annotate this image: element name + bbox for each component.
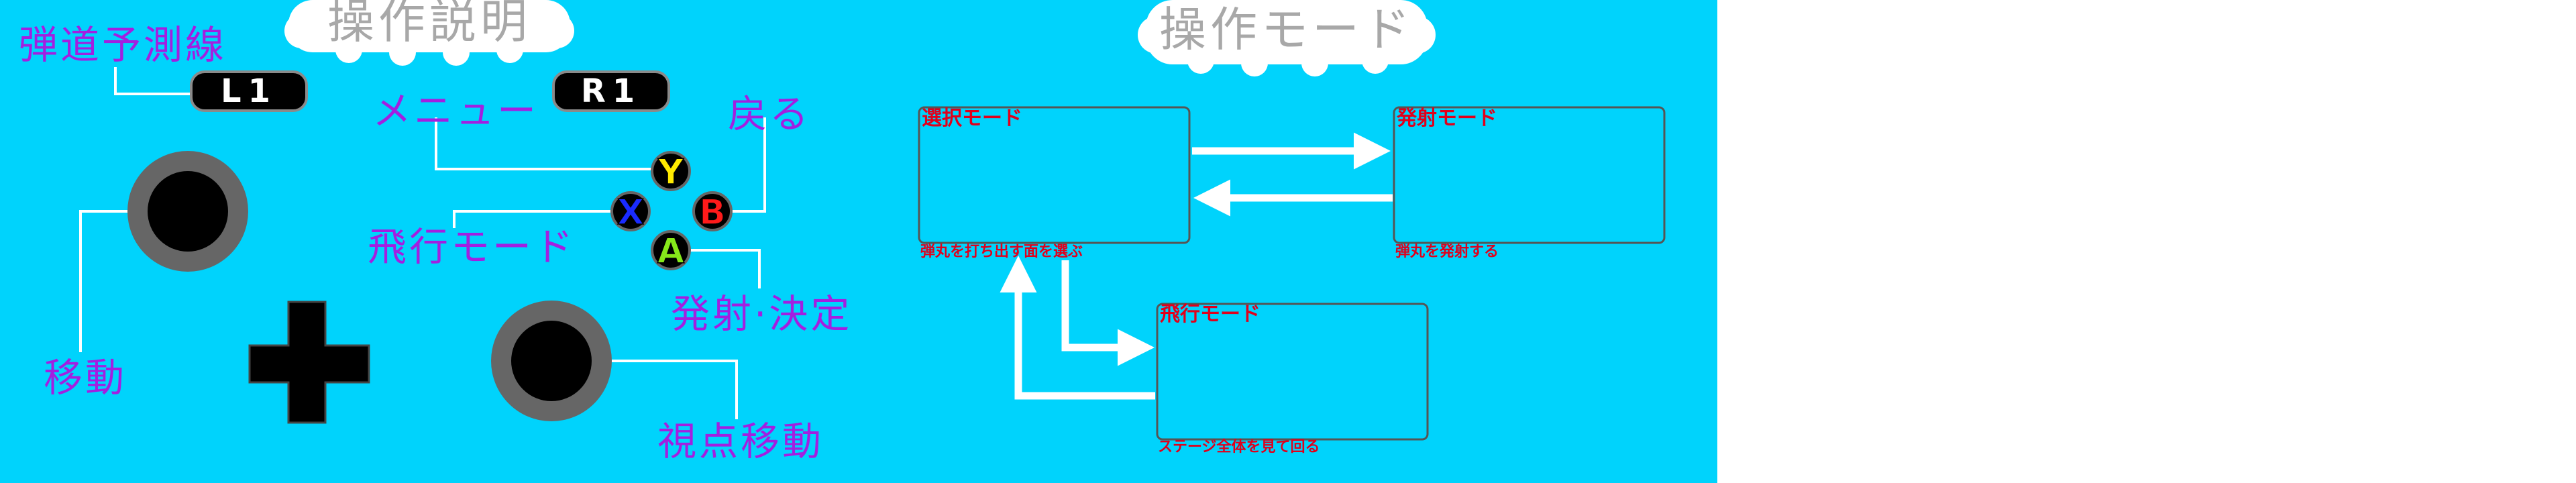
l1-button: L1 bbox=[190, 70, 308, 112]
mode-fire-box bbox=[1393, 106, 1666, 244]
a-label: 発射·決定 bbox=[671, 291, 852, 337]
x-label: 飛行モード bbox=[368, 224, 576, 270]
right-stick-label: 視点移動 bbox=[657, 419, 824, 464]
b-label: 戻る bbox=[728, 91, 811, 137]
cloud-badge bbox=[1146, 0, 1428, 64]
y-button: Y bbox=[651, 151, 691, 193]
modes-header: 操作モード bbox=[1138, 0, 1436, 76]
left-stick-label: 移動 bbox=[44, 355, 127, 400]
x-button-text: X bbox=[617, 193, 644, 233]
x-button: X bbox=[610, 191, 651, 233]
r1-button-text: R1 bbox=[581, 72, 641, 110]
mode-fire: 発射モード 弾丸を発射する bbox=[1393, 106, 1666, 260]
mode-select-desc: 弾丸を打ち出す面を選ぶ bbox=[920, 243, 1083, 260]
l1-button-text: L1 bbox=[221, 72, 277, 110]
arrow-select-to-flight bbox=[1061, 260, 1155, 366]
y-label: メニュー bbox=[372, 88, 539, 133]
mode-flight-box bbox=[1156, 303, 1429, 441]
cloud-badge bbox=[288, 0, 570, 52]
b-button: B bbox=[692, 191, 733, 233]
a-leader-line bbox=[684, 249, 761, 288]
a-button: A bbox=[651, 230, 691, 272]
mode-select-box bbox=[918, 106, 1191, 244]
mode-flight-desc: ステージ全体を見て回る bbox=[1158, 438, 1320, 455]
y-button-text: Y bbox=[657, 152, 684, 193]
leader-lines bbox=[79, 67, 766, 419]
left-stick bbox=[127, 151, 248, 272]
l1-leader-line bbox=[114, 67, 191, 95]
r1-button: R1 bbox=[552, 70, 670, 112]
controls-header: 操作説明 bbox=[284, 0, 574, 66]
right-stick bbox=[491, 301, 612, 421]
mode-flight-title: 飛行モード bbox=[1160, 303, 1260, 326]
mode-select: 選択モード 弾丸を打ち出す面を選ぶ bbox=[918, 106, 1191, 260]
a-button-text: A bbox=[657, 231, 684, 272]
mode-fire-title: 発射モード bbox=[1396, 107, 1497, 130]
mode-flight: 飛行モード ステージ全体を見て回る bbox=[1156, 303, 1429, 455]
mode-arrows bbox=[1000, 132, 1393, 400]
b-leader-line bbox=[721, 117, 766, 213]
controls-header-text: 操作説明 bbox=[327, 0, 531, 49]
l1-label: 弾道予測線 bbox=[19, 22, 227, 68]
right-stick-leader-line bbox=[610, 360, 738, 419]
dpad bbox=[248, 301, 370, 424]
x-leader-line bbox=[453, 210, 610, 228]
mode-select-title: 選択モード bbox=[922, 107, 1022, 130]
b-button-text: B bbox=[699, 193, 726, 233]
left-stick-leader-line bbox=[79, 210, 131, 352]
y-leader-line bbox=[435, 117, 664, 170]
modes-header-text: 操作モード bbox=[1159, 2, 1414, 57]
mode-fire-desc: 弾丸を発射する bbox=[1395, 243, 1499, 260]
arrow-flight-to-select bbox=[1000, 256, 1155, 400]
